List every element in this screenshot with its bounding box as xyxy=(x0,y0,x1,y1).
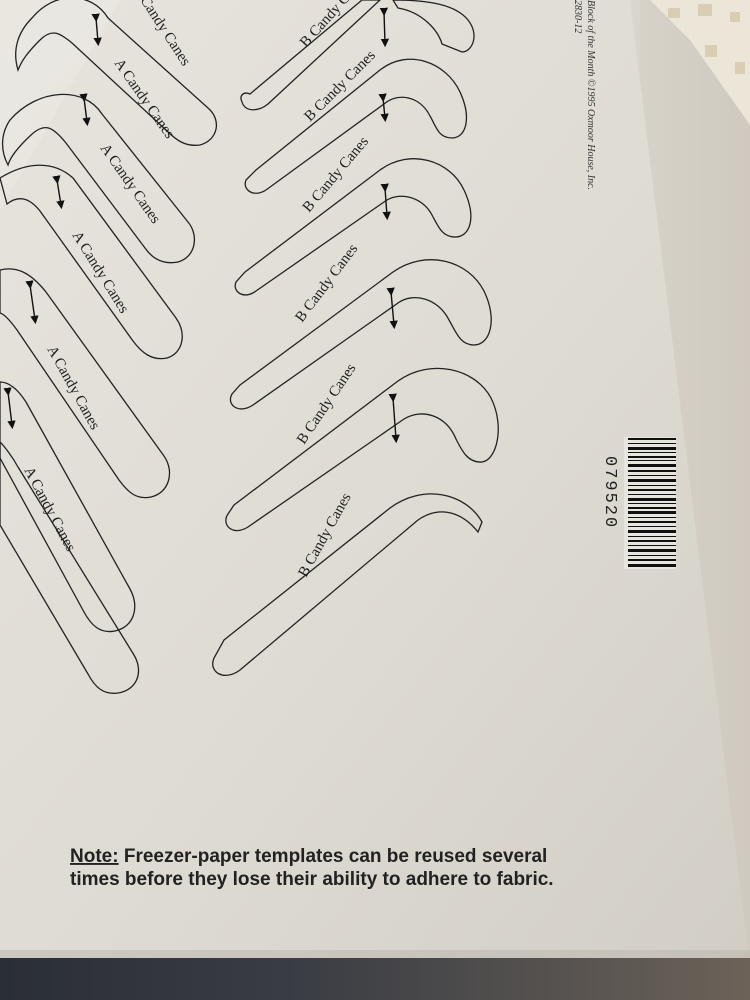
barcode: 079520 xyxy=(600,437,676,569)
note-block: Note: Freezer-paper templates can be reu… xyxy=(70,846,554,890)
table-shadow xyxy=(0,958,750,1000)
right-grainline-arrows xyxy=(378,7,400,444)
left-grainline-arrows xyxy=(3,13,102,430)
barcode-number: 079520 xyxy=(600,456,619,529)
patterned-scrap xyxy=(650,0,750,125)
publisher-info: Block of the Month ©1995 Oxmoor House, I… xyxy=(572,0,596,190)
note-line-1: Note: Freezer-paper templates can be reu… xyxy=(70,846,547,867)
note-line-2: times before they lose their ability to … xyxy=(70,869,554,890)
note-label: Note: xyxy=(70,846,119,867)
publisher-code: 2830-12 xyxy=(572,0,583,33)
pattern-page xyxy=(0,0,748,960)
publisher-text: Block of the Month ©1995 Oxmoor House, I… xyxy=(585,0,596,190)
note-line-1-text: Freezer-paper templates can be reused se… xyxy=(119,846,548,867)
barcode-bars xyxy=(628,438,676,567)
right-candy-cane-templates xyxy=(212,0,499,676)
